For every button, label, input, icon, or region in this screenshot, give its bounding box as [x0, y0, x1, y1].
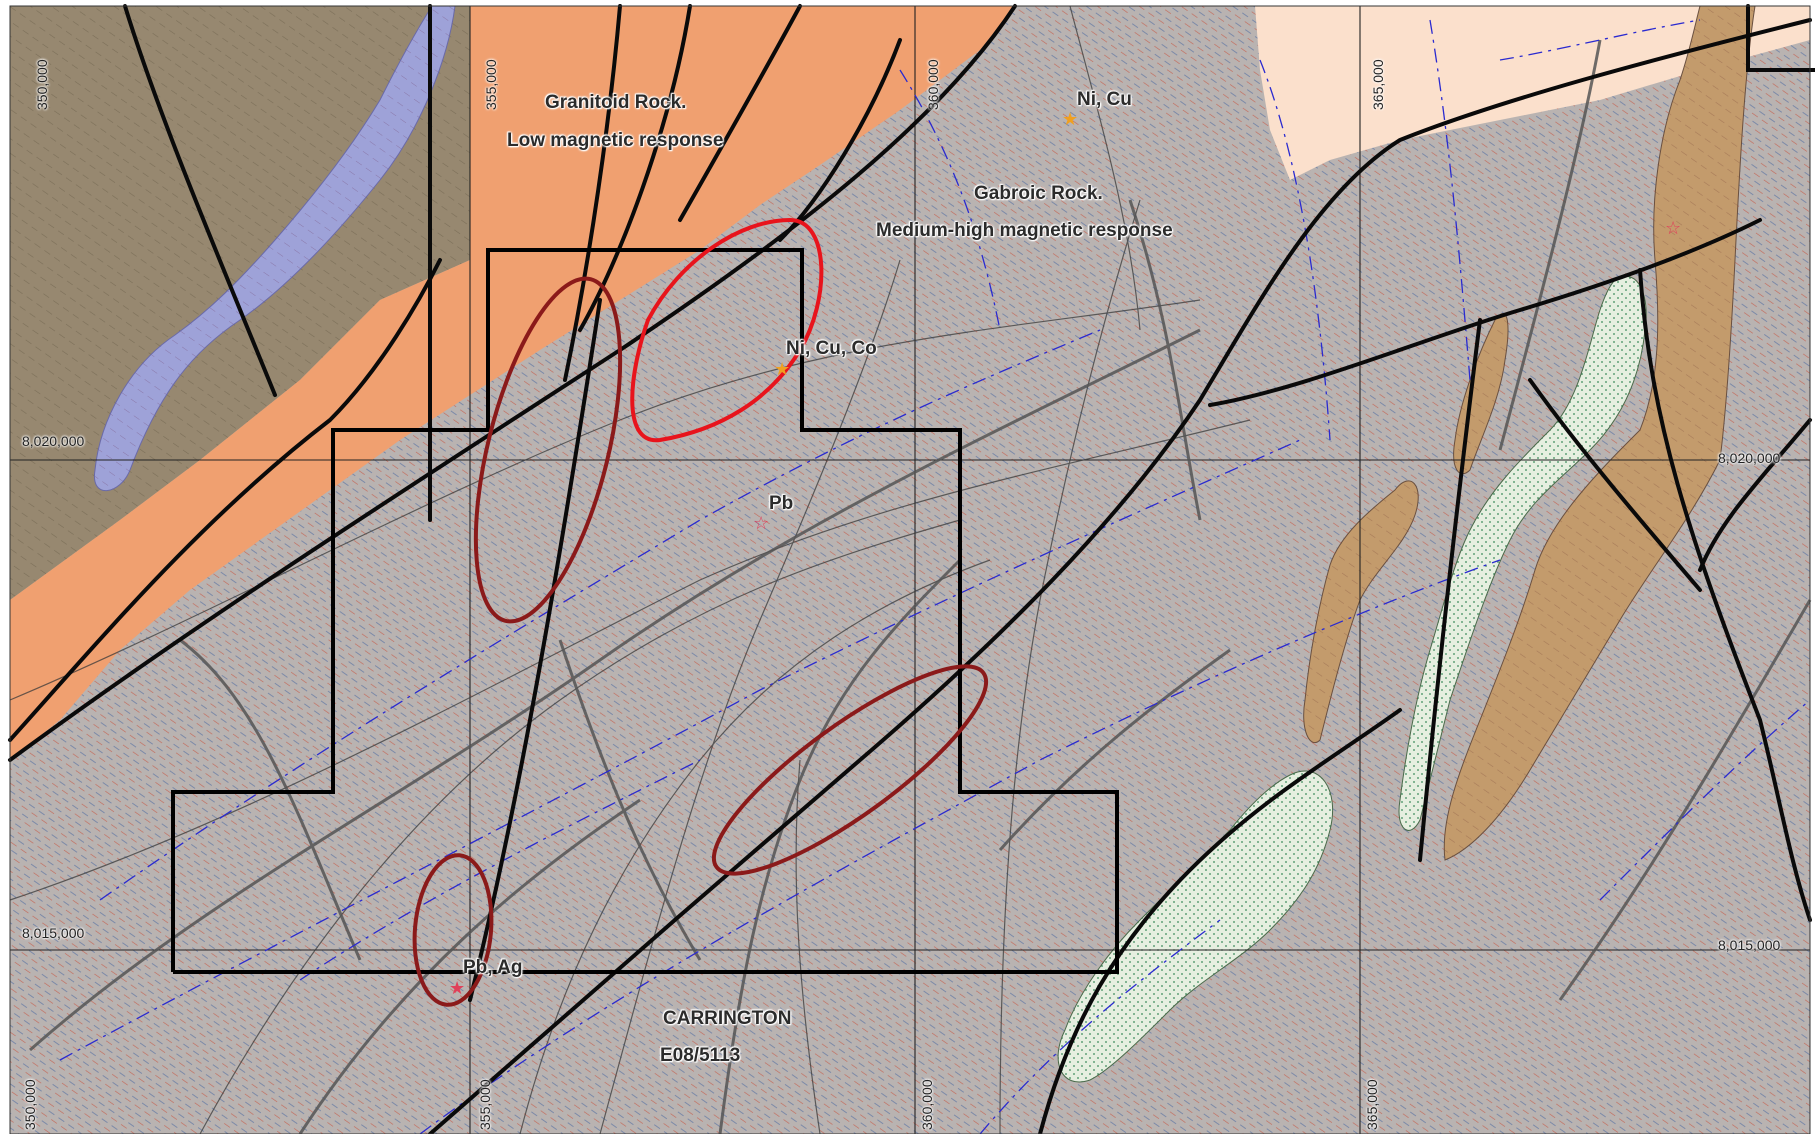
occurrence-label-ni-cu-co: Ni, Cu, Co [786, 338, 877, 359]
easting-label-top: 365,000 [1370, 59, 1386, 110]
major-faults [8, 4, 1815, 1134]
easting-label-bottom: 365,000 [1364, 1079, 1380, 1130]
target-ellipse-north [630, 217, 824, 443]
occurrence-label-pb: Pb [769, 493, 794, 514]
northing-label-right: 8,020,000 [1718, 450, 1781, 466]
easting-label-bottom: 350,000 [22, 1079, 38, 1130]
grey-fault-lines [29, 39, 1812, 1134]
occurrence-label-pb-ag: Pb, Ag [463, 957, 523, 978]
gabbroic-label-line2: Medium-high magnetic response [876, 220, 1173, 241]
granitoid-label-line1: Granitoid Rock. [545, 92, 687, 113]
gabbroic-label-line1: Gabroic Rock. [974, 183, 1103, 204]
granitoid-label-line2: Low magnetic response [507, 130, 724, 151]
star-icon: ★ [1062, 109, 1079, 130]
tan-unit-small-b [1303, 480, 1419, 743]
star-icon: ★ [449, 978, 466, 999]
star-icon: ★ [774, 359, 791, 380]
easting-label-top: 350,000 [34, 59, 50, 110]
target-ellipse-central [711, 664, 989, 876]
tenement-id: E08/5113 [660, 1045, 741, 1066]
tenement-boundary [171, 248, 1119, 974]
target-ellipse-west [473, 276, 623, 624]
target-ellipses [412, 217, 989, 1007]
easting-label-top: 355,000 [483, 59, 499, 110]
occurrence-label-ni-cu: Ni, Cu [1077, 89, 1132, 110]
star-icon: ☆ [1665, 218, 1682, 239]
target-ellipse-southwest [412, 853, 494, 1007]
northing-label-right: 8,015,000 [1718, 937, 1781, 953]
northing-label-left: 8,015,000 [22, 925, 85, 941]
purple-unit [93, 5, 456, 492]
tenement-name: CARRINGTON [663, 1008, 792, 1029]
easting-label-top: 360,000 [925, 59, 941, 110]
pale-green-unit-a [1398, 276, 1647, 831]
easting-label-bottom: 360,000 [919, 1079, 935, 1130]
granitoid-unit [10, 6, 1015, 760]
star-icon: ☆ [753, 513, 770, 534]
easting-label-bottom: 355,000 [477, 1079, 493, 1130]
grid-lines [10, 6, 1810, 1134]
northing-label-left: 8,020,000 [22, 433, 85, 449]
